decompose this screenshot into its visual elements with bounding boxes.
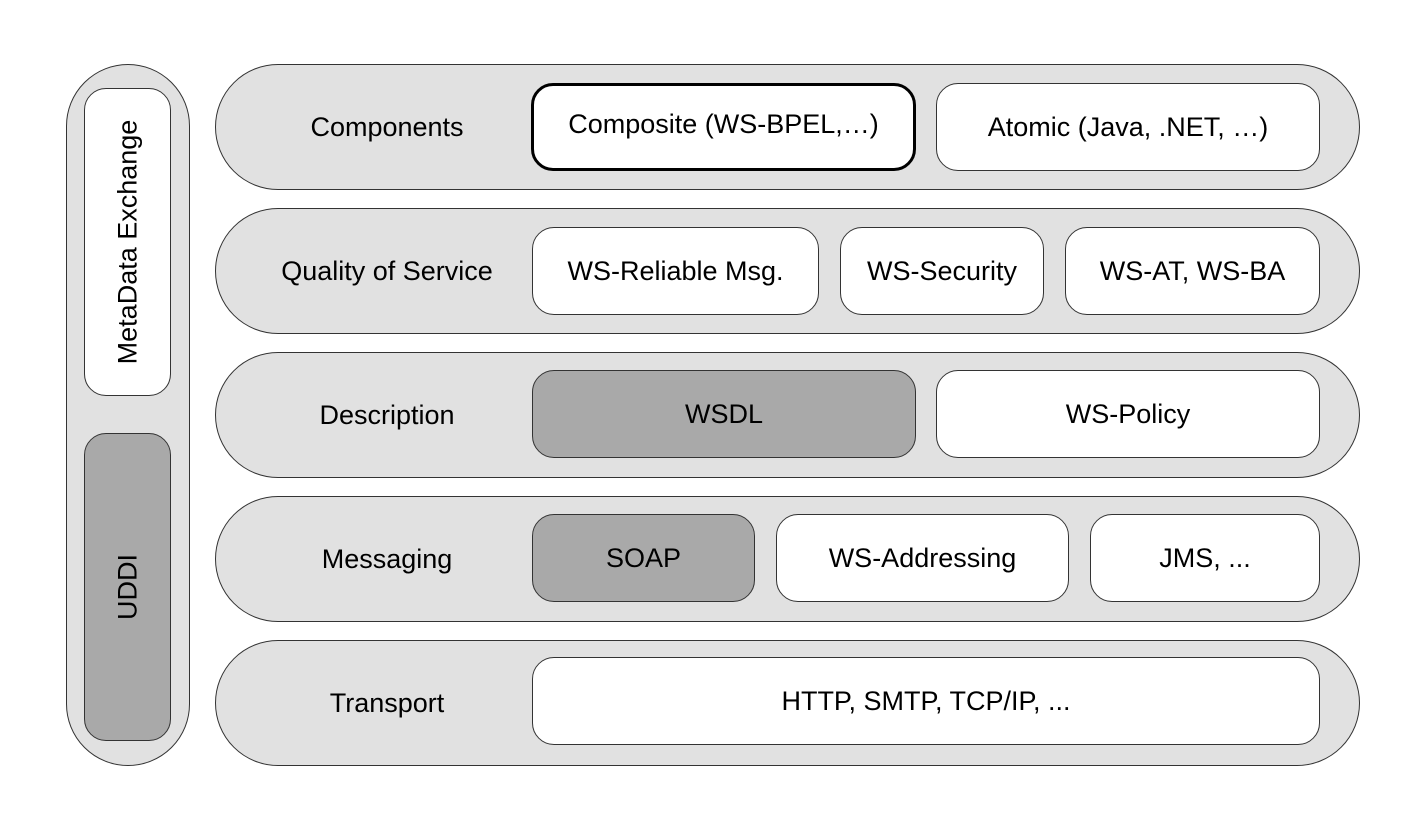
composite-box: Composite (WS-BPEL,…) [531, 83, 916, 171]
messaging-layer-label: Messaging [321, 543, 453, 574]
description-layer-label: Description [319, 399, 455, 430]
ws-at-ba-box: WS-AT, WS-BA [1065, 227, 1320, 315]
components-layer-label: Components [310, 111, 464, 142]
metadata-exchange-label: MetaData Exchange [112, 119, 142, 365]
ws-reliable-msg-box: WS-Reliable Msg. [532, 227, 819, 315]
jms-box: JMS, ... [1090, 514, 1320, 602]
soap-box: SOAP [532, 514, 755, 602]
ws-addressing-box: WS-Addressing [776, 514, 1069, 602]
transport-layer-label: Transport [329, 687, 445, 718]
ws-policy-box: WS-Policy [936, 370, 1320, 458]
metadata-exchange-box: MetaData Exchange [84, 88, 171, 396]
atomic-box: Atomic (Java, .NET, …) [936, 83, 1320, 171]
transport-protocols-box: HTTP, SMTP, TCP/IP, ... [532, 657, 1320, 745]
uddi-box: UDDI [84, 433, 171, 741]
quality-of-service-layer-label: Quality of Service [281, 255, 493, 286]
uddi-label: UDDI [112, 554, 142, 620]
wsdl-box: WSDL [532, 370, 916, 458]
ws-security-box: WS-Security [840, 227, 1044, 315]
